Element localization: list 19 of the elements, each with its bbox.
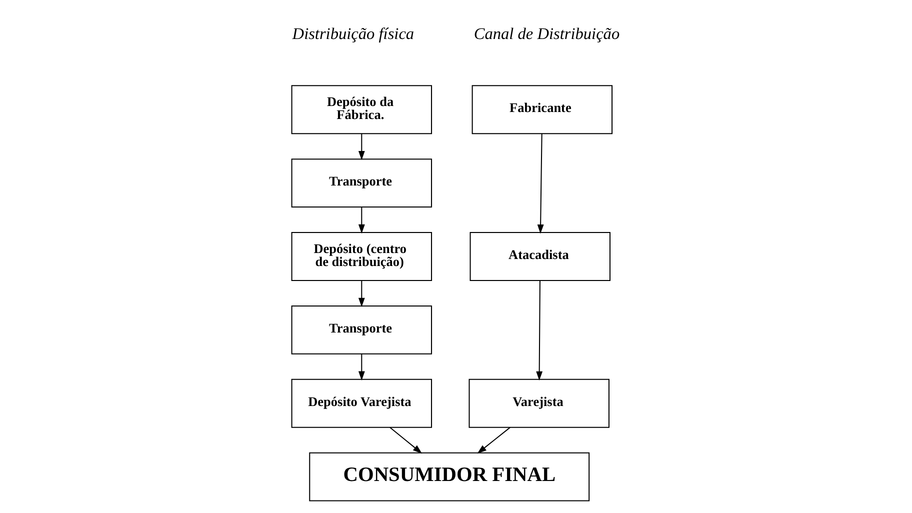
node-box: Transporte — [290, 158, 432, 208]
arrow — [358, 134, 364, 160]
node-box: Atacadista — [469, 232, 610, 281]
arrow — [536, 134, 544, 234]
node-box: Depósito da Fábrica. — [290, 85, 432, 134]
arrow — [536, 280, 542, 381]
arrow — [358, 280, 364, 308]
arrow — [358, 354, 364, 380]
arrow — [389, 426, 422, 454]
arrow — [476, 426, 510, 454]
arrow — [358, 207, 364, 234]
label: Canal de Distribuição — [473, 24, 620, 44]
node-box: Fabricante — [471, 85, 612, 134]
node-box: Varejista — [468, 378, 609, 428]
node-box: Depósito Varejista — [290, 378, 432, 428]
node-box: Transporte — [290, 305, 432, 354]
node-box: Depósito (centro de distribuição) — [290, 232, 432, 281]
node-box: CONSUMIDOR FINAL — [308, 452, 590, 502]
label: Distribuição física — [292, 24, 414, 44]
